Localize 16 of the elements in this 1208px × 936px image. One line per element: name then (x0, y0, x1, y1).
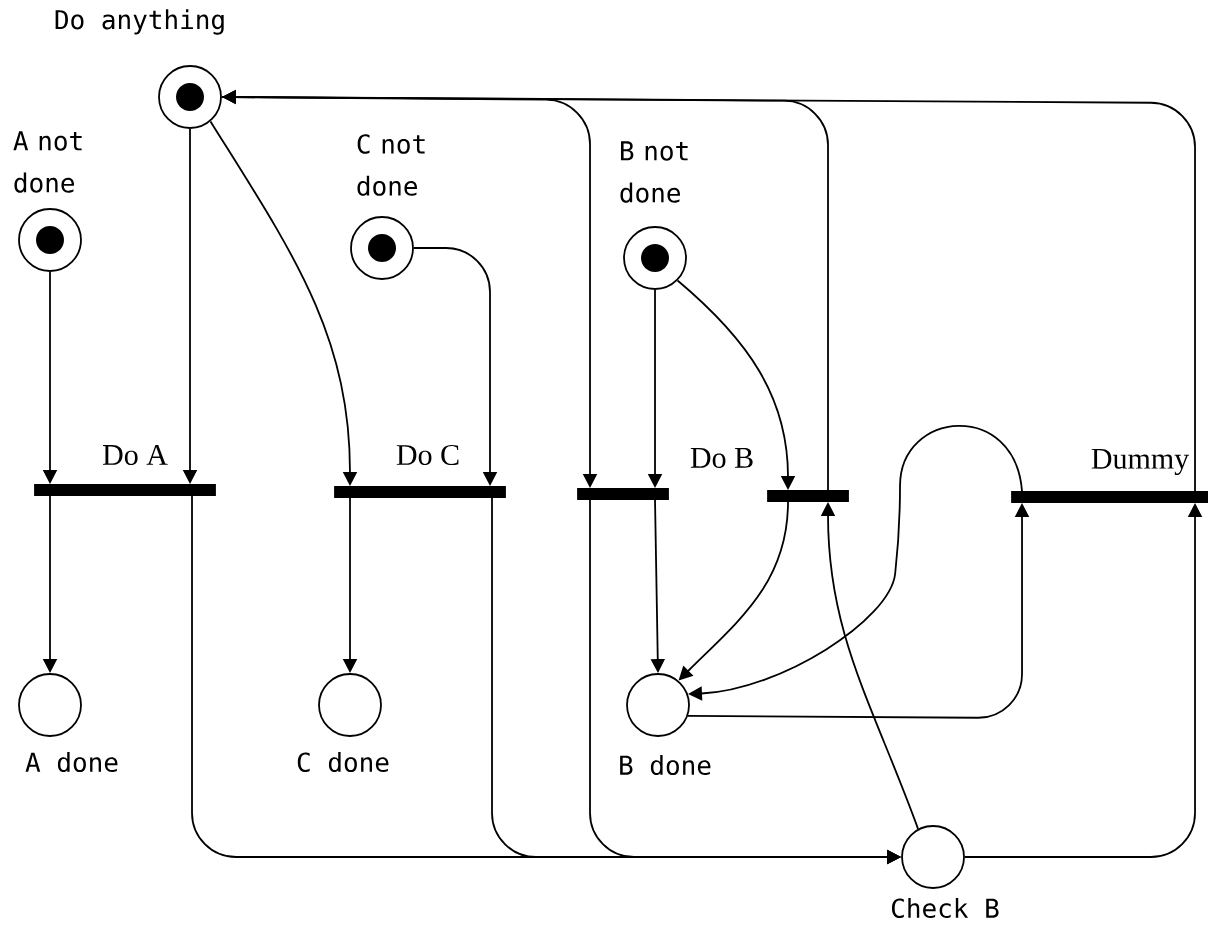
node-label: Dummy (1091, 448, 1190, 476)
node-label: B done (620, 754, 711, 776)
transition-bar: Do A (34, 444, 216, 496)
node-label: C not done (357, 134, 425, 196)
node-label: Do anything (55, 9, 224, 35)
node-label: Do B (690, 448, 753, 468)
node-label: B not done (620, 141, 688, 203)
transition-bar: Dummy (1011, 448, 1208, 503)
transition-bar: Do C (334, 444, 506, 498)
node-label: A not done (13, 131, 82, 193)
node-label: Do C (396, 444, 459, 466)
transition-bar: Do B (577, 448, 753, 500)
node-label: C done (297, 751, 389, 773)
node-label: A done (25, 751, 118, 773)
node-label: Do A (102, 444, 168, 466)
node-label: Check B (891, 897, 999, 919)
